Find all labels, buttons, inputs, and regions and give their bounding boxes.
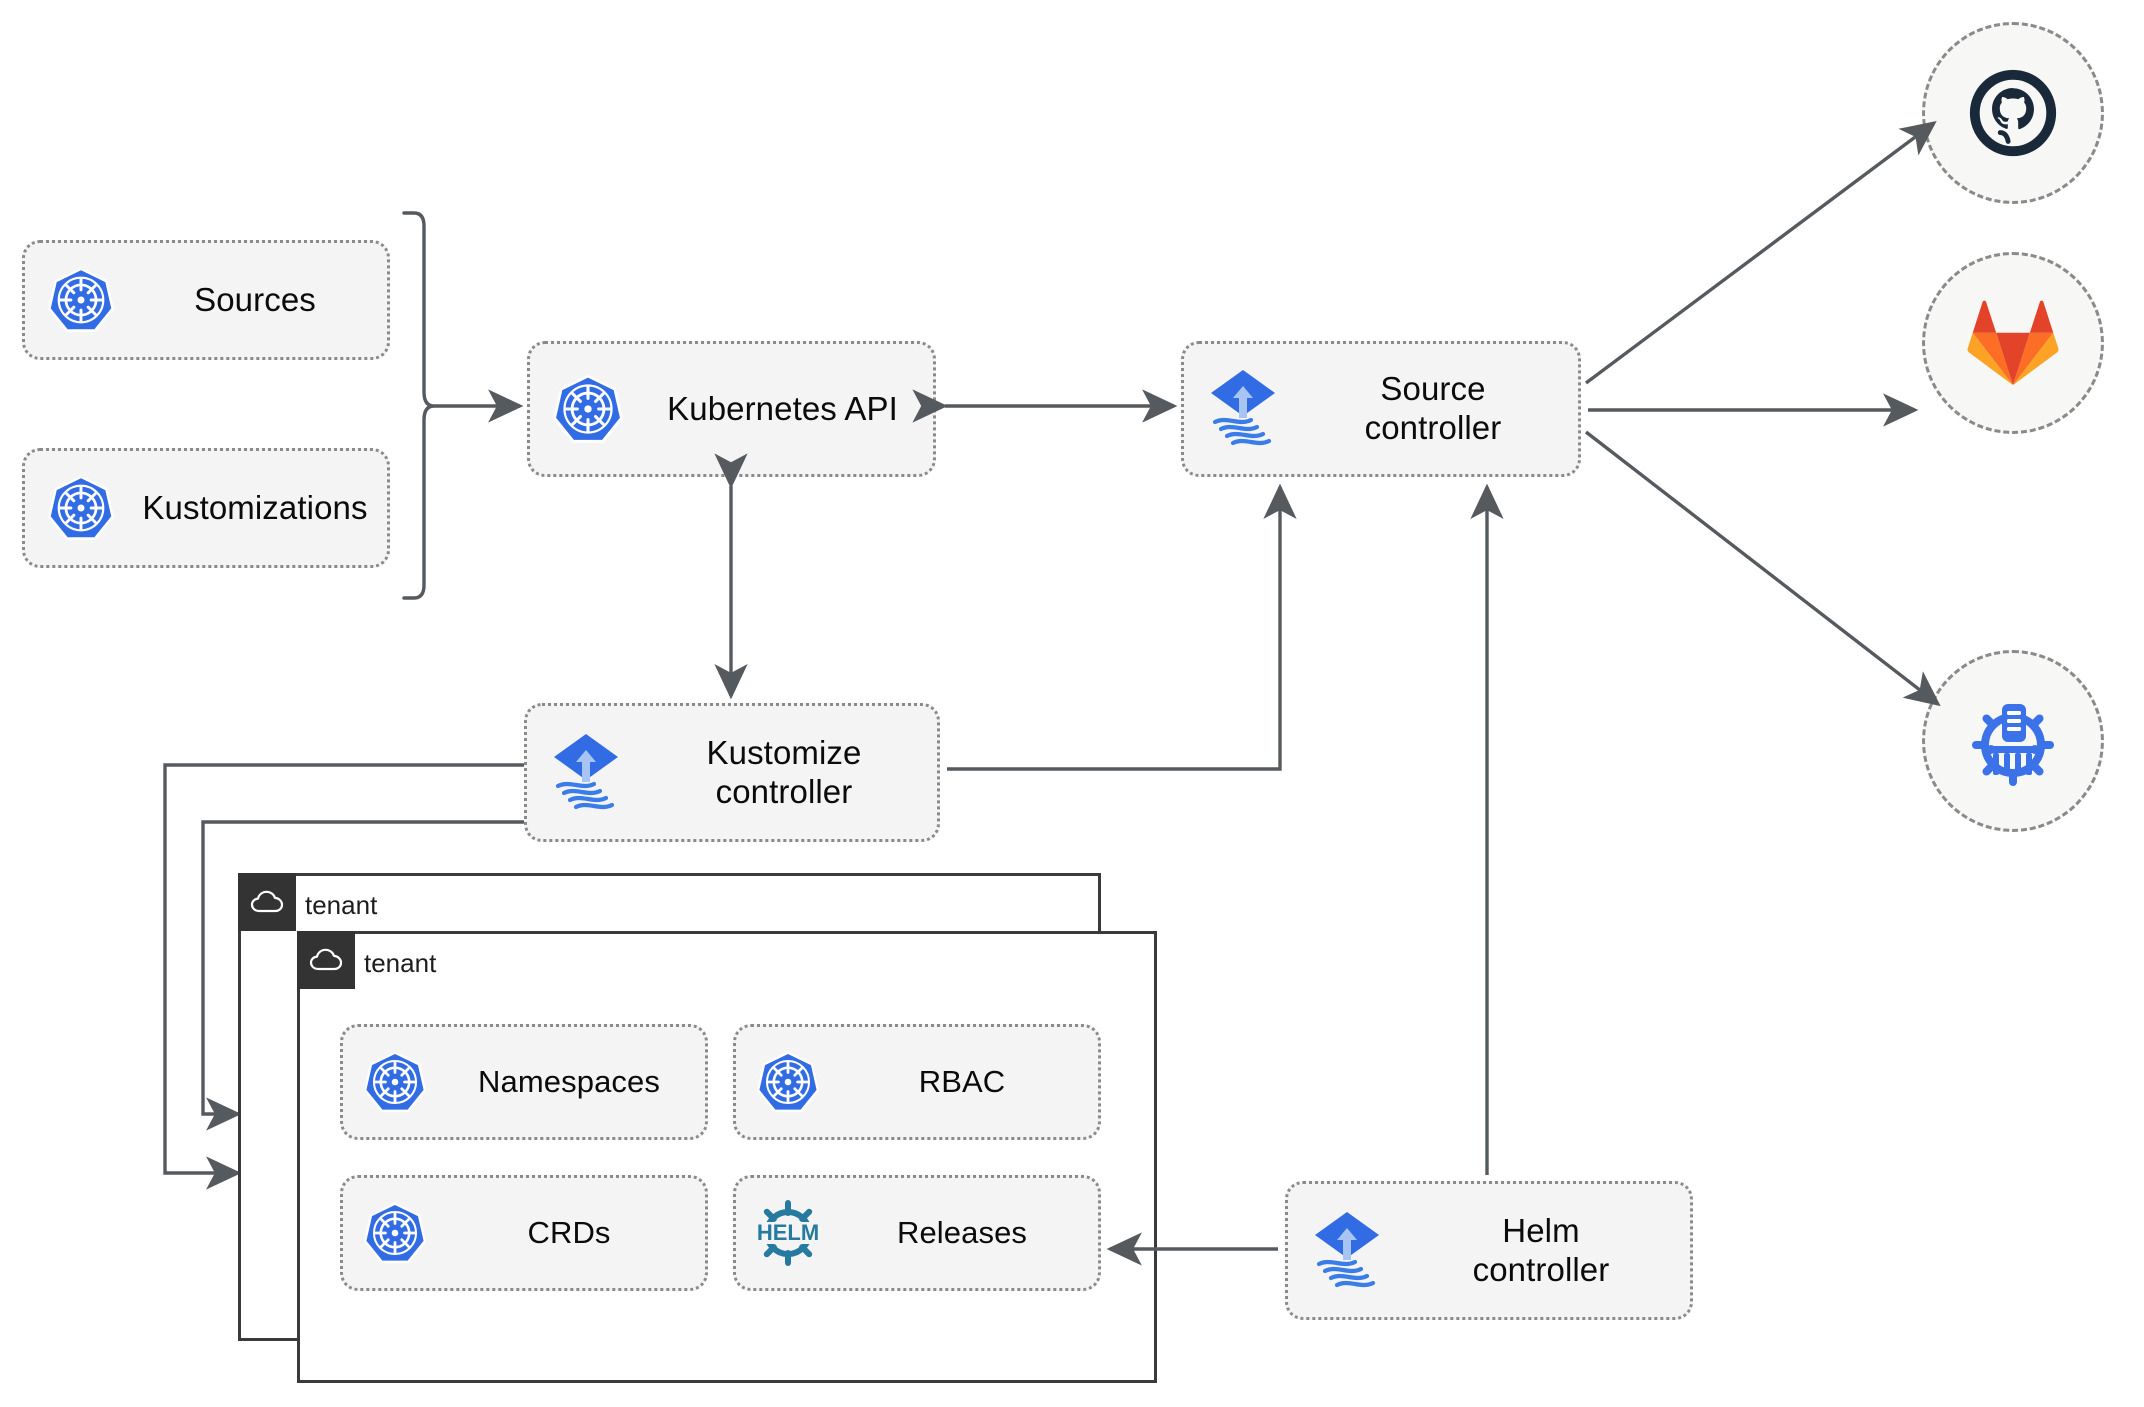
flux-icon — [1184, 366, 1302, 452]
github-icon — [1969, 69, 2057, 157]
node-sources[interactable]: Sources — [22, 240, 390, 360]
flux-icon — [527, 730, 645, 816]
node-label: RBAC — [918, 1063, 1006, 1099]
edge-kustomize-source — [947, 483, 1297, 771]
node-source-controller[interactable]: Source controller — [1181, 341, 1581, 477]
node-label: Source controller — [1364, 370, 1502, 446]
svg-text:HELM: HELM — [757, 1220, 819, 1245]
gitlab-icon — [1967, 300, 2059, 386]
grouping-brace — [402, 211, 435, 600]
edge-source-helmrepo — [1584, 430, 1941, 707]
node-label: Releases — [896, 1214, 1028, 1250]
provider-helm-repository[interactable] — [1922, 650, 2104, 832]
node-namespaces[interactable]: Namespaces — [340, 1024, 708, 1140]
node-label: Helm controller — [1472, 1211, 1610, 1288]
edge-source-github — [1584, 120, 1937, 385]
node-rbac[interactable]: RBAC — [733, 1024, 1101, 1140]
provider-gitlab[interactable] — [1922, 252, 2104, 434]
node-releases[interactable]: HELM Releases — [733, 1175, 1101, 1291]
node-label: Kustomizations — [142, 488, 368, 526]
helm-chart-repository-icon — [1972, 704, 2054, 786]
kubernetes-icon — [736, 1048, 840, 1116]
node-helm-controller[interactable]: Helm controller — [1285, 1181, 1693, 1320]
kubernetes-icon — [530, 371, 646, 447]
node-kustomizations[interactable]: Kustomizations — [22, 448, 390, 568]
node-kubernetes-api[interactable]: Kubernetes API — [527, 341, 936, 477]
kubernetes-icon — [25, 472, 137, 544]
node-label: Namespaces — [478, 1063, 660, 1099]
helm-icon: HELM — [736, 1196, 840, 1270]
node-label: Kubernetes API — [667, 389, 898, 427]
tenant-tab — [238, 873, 296, 931]
tenant-inner-container[interactable]: tenant — [297, 931, 1157, 1383]
cloud-icon — [309, 948, 343, 971]
provider-github[interactable] — [1922, 22, 2104, 204]
kubernetes-icon — [343, 1199, 447, 1267]
node-crds[interactable]: CRDs — [340, 1175, 708, 1291]
tenant-label: tenant — [364, 947, 437, 978]
tenant-tab — [297, 931, 355, 989]
cloud-icon — [250, 890, 284, 913]
tenant-label: tenant — [305, 889, 378, 920]
kubernetes-icon — [343, 1048, 447, 1116]
node-kustomize-controller[interactable]: Kustomize controller — [524, 703, 940, 842]
node-label: CRDs — [527, 1214, 611, 1250]
kubernetes-icon — [25, 264, 137, 336]
node-label: Kustomize controller — [706, 733, 862, 810]
node-label: Sources — [194, 280, 316, 318]
flux-icon — [1288, 1208, 1406, 1294]
